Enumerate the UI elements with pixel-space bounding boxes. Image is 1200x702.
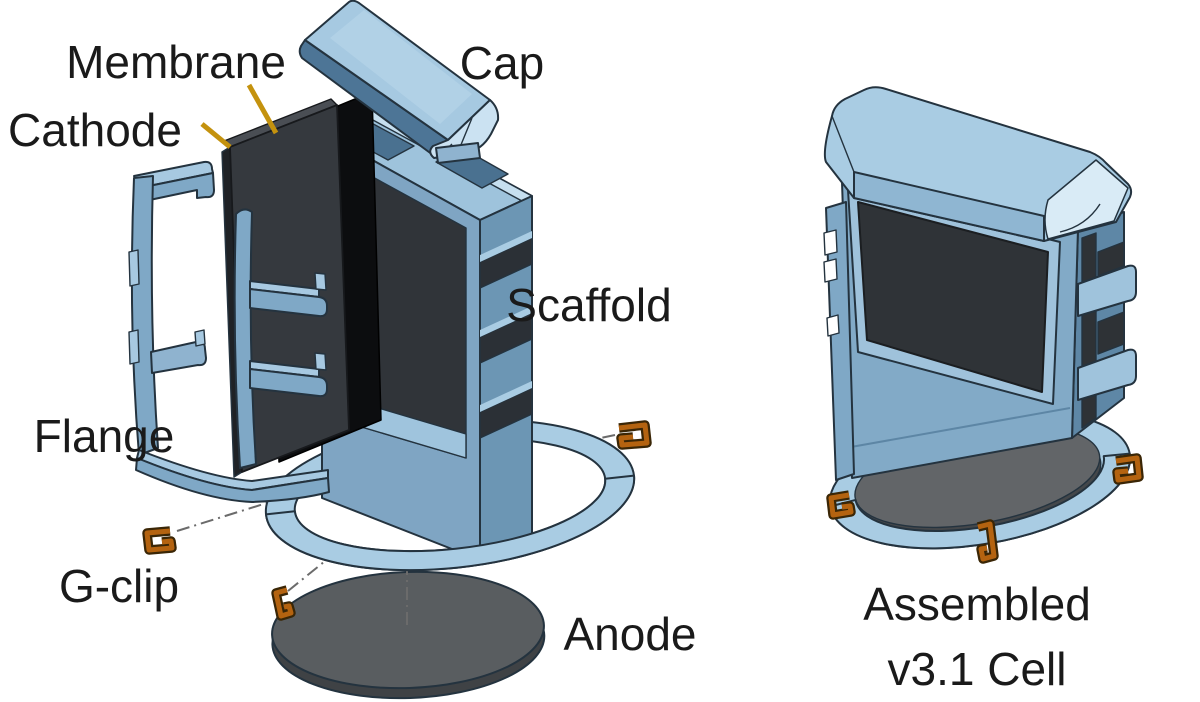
membrane-leader-line: [246, 83, 279, 135]
assembled-base-front: [829, 452, 1132, 550]
base-ring-front-band: [265, 474, 636, 572]
g-clips-exploded: [142, 420, 652, 621]
cathode-leader-line: [200, 122, 232, 149]
label-scaffold: Scaffold: [506, 279, 671, 331]
label-g-clip: G-clip: [59, 560, 179, 612]
assembled-left-notch-2: [823, 258, 838, 283]
gclip-line-bottom: [287, 535, 357, 592]
assembled-caption: Assembled v3.1 Cell: [863, 578, 1091, 695]
cap-funnel: [429, 99, 500, 159]
assembled-side-bar-1: [1077, 264, 1137, 317]
flange-shelf-2-front: [249, 368, 328, 398]
assembled-side-slot-1: [1097, 241, 1125, 277]
assembled-clip-left: [826, 490, 856, 520]
label-cathode: Cathode: [8, 104, 182, 156]
base-ring-front: [265, 474, 636, 572]
assembled-clip-bottom: [976, 519, 999, 564]
scaffold-slot-1: [479, 237, 533, 289]
scaffold-slot-strip-2: [480, 306, 532, 337]
flange-bottom-bar-front: [135, 457, 330, 503]
assembled-body: [823, 181, 1137, 481]
caption-line-1: Assembled: [863, 578, 1091, 630]
leader-lines: [200, 83, 279, 149]
flange-mid-tab: [150, 340, 207, 374]
g-clip-bottom: [271, 585, 296, 621]
assembled-side-slot-2: [1097, 311, 1125, 355]
assembled-front-crease: [850, 407, 1071, 448]
flange-mid-tab-hook: [194, 329, 206, 347]
flange-top-bar-front: [138, 172, 215, 203]
assembled-side-bar-2: [1077, 348, 1137, 401]
g-clip-left: [142, 526, 177, 555]
scaffold-slot-strip-1: [480, 231, 532, 262]
label-anode: Anode: [563, 608, 696, 660]
assembled-view: Assembled v3.1 Cell: [823, 86, 1144, 695]
assembled-tray-front-band: [829, 452, 1132, 550]
exploded-labels: Membrane Cap Cathode Scaffold Flange G-c…: [8, 36, 696, 660]
assembled-cap-left-facet: [831, 115, 855, 198]
assembled-clip-right: [1112, 453, 1144, 485]
flange-right-column: [233, 208, 257, 469]
g-clip-right: [616, 420, 652, 450]
scaffold-slot-strip-3: [480, 381, 532, 412]
assembled-left-notch-1: [823, 229, 838, 256]
anode-top-face: [271, 570, 545, 690]
label-cap: Cap: [460, 37, 544, 89]
anode-disc: [271, 570, 546, 700]
flange-left-bump-2: [128, 329, 140, 365]
assembled-cap: [823, 86, 1133, 242]
flange-left-bump-1: [128, 249, 140, 287]
flange-part: [128, 160, 330, 503]
scaffold-slot-2: [479, 312, 533, 364]
assembled-cap-bright-facet: [1044, 159, 1129, 240]
cap-top-sheen: [330, 10, 472, 124]
flange-shelf-1-lip: [314, 272, 327, 291]
assembled-window-glass: [857, 201, 1049, 393]
cap-spout: [435, 142, 481, 164]
flange-shelf-2-lip: [314, 352, 327, 371]
cap-part: [298, 0, 500, 164]
label-flange: Flange: [34, 410, 175, 462]
scaffold-slot-3: [479, 387, 533, 439]
exploded-view: Membrane Cap Cathode Scaffold Flange G-c…: [8, 0, 697, 700]
assembled-left-notch-3: [826, 314, 840, 337]
flange-shelf-1-front: [249, 288, 328, 318]
assembled-clips: [826, 453, 1144, 564]
label-membrane: Membrane: [66, 36, 286, 88]
assembled-cap-facet-line: [1059, 203, 1101, 233]
caption-line-2: v3.1 Cell: [888, 643, 1067, 695]
